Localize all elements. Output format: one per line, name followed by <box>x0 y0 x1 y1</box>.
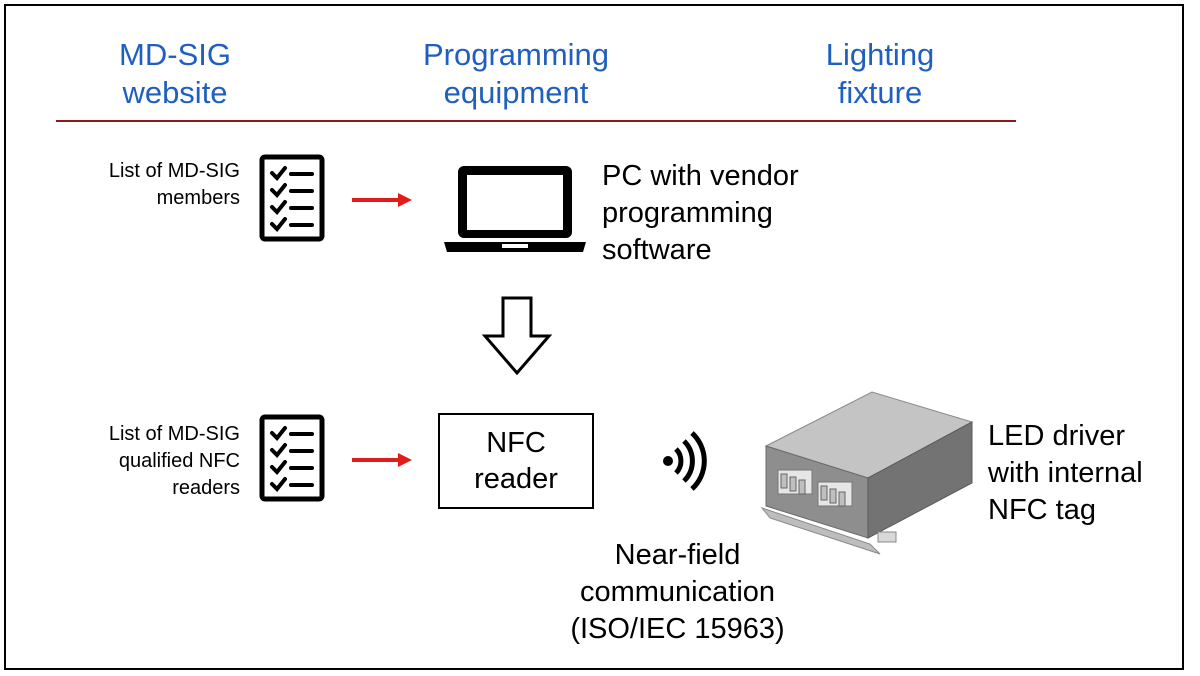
label-line: communication <box>579 576 776 608</box>
label-line: members <box>156 187 240 209</box>
label-line: (ISO/IEC 15963) <box>570 613 785 645</box>
header-divider <box>56 120 1016 122</box>
label-line: programming <box>602 197 773 229</box>
header-line: Programming <box>422 37 610 72</box>
header-line: Lighting <box>825 37 935 72</box>
label-line: List of MD-SIG <box>108 423 240 445</box>
led-driver-image <box>760 391 974 555</box>
header-lighting-fixture: Lighting fixture <box>800 36 960 112</box>
header-line: equipment <box>443 75 589 110</box>
diagram-frame <box>4 4 1184 670</box>
header-line: website <box>122 75 228 110</box>
nfc-reader-box: NFC reader <box>438 413 594 509</box>
red-arrow-1 <box>352 193 412 207</box>
list-readers-label: List of MD-SIG qualified NFC readers <box>40 421 240 502</box>
checklist-icon <box>259 154 325 242</box>
label-line: readers <box>172 477 240 499</box>
list-members-label: List of MD-SIG members <box>40 158 240 212</box>
header-line: MD-SIG <box>119 37 231 72</box>
nfc-communication-label: Near-field communication (ISO/IEC 15963) <box>545 537 810 648</box>
laptop-icon <box>444 166 586 252</box>
label-line: List of MD-SIG <box>108 160 240 182</box>
label-line: NFC tag <box>988 494 1096 526</box>
label-line: qualified NFC <box>118 450 240 472</box>
down-arrow-icon <box>481 296 553 376</box>
label-line: PC with vendor <box>602 160 799 192</box>
led-driver-label: LED driver with internal NFC tag <box>988 418 1188 529</box>
wireless-signal-icon <box>663 431 707 491</box>
label-line: LED driver <box>988 420 1125 452</box>
header-mdsig-website: MD-SIG website <box>95 36 255 112</box>
header-programming-equipment: Programming equipment <box>396 36 636 112</box>
box-line: NFC <box>486 427 546 459</box>
checklist-icon <box>259 414 325 502</box>
label-line: software <box>602 234 712 266</box>
red-arrow-2 <box>352 453 412 467</box>
box-line: reader <box>474 463 558 495</box>
label-line: with internal <box>988 457 1143 489</box>
header-line: fixture <box>837 75 923 110</box>
pc-software-label: PC with vendor programming software <box>602 158 862 269</box>
label-line: Near-field <box>614 539 741 571</box>
